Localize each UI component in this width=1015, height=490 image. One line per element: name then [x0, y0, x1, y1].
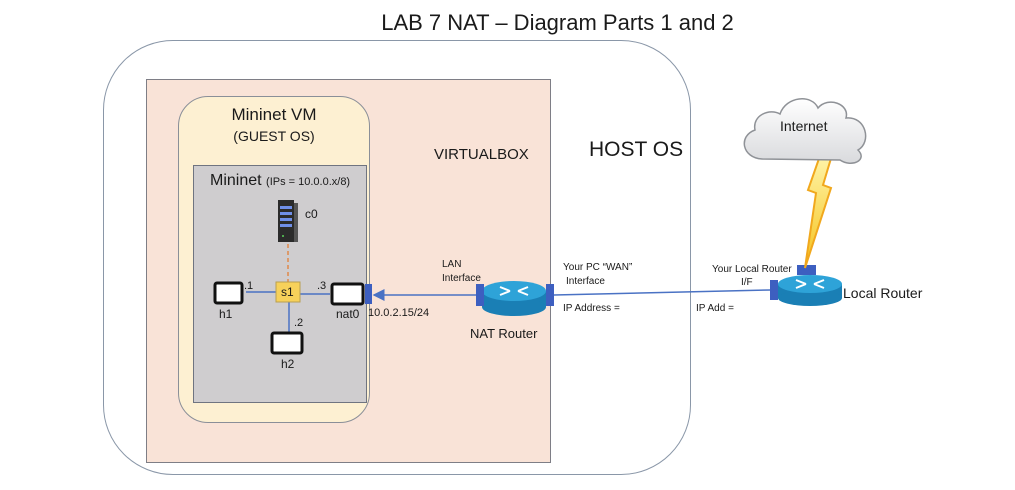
mininet-ip-range: (IPs = 10.0.0.x/8): [266, 176, 351, 188]
local-router-label: Local Router: [843, 285, 923, 301]
host-h2-icon[interactable]: [270, 331, 304, 355]
host-nat0-icon[interactable]: [330, 282, 365, 306]
h1-ip-label: .1: [244, 280, 254, 292]
controller-label: c0: [305, 207, 318, 221]
wan-ip-label: IP Address =: [563, 303, 620, 314]
host-h1-icon[interactable]: [213, 281, 244, 305]
virtualbox-label: VIRTUALBOX: [434, 146, 529, 163]
mininet-name: Mininet: [210, 172, 262, 189]
switch-label: s1: [281, 285, 294, 299]
internet-label: Internet: [780, 118, 828, 134]
local-if-label-2: I/F: [741, 277, 753, 288]
nat-router-label: NAT Router: [470, 326, 538, 341]
local-if-label-1: Your Local Router: [712, 264, 792, 275]
local-router-icon[interactable]: [770, 265, 842, 306]
host-os-label: HOST OS: [589, 138, 684, 161]
lightning-icon: [804, 148, 834, 269]
lan-interface-label-1: LAN: [442, 259, 462, 270]
guest-os-subtitle: (GUEST OS): [233, 128, 315, 144]
guest-os-title: Mininet VM: [231, 105, 317, 124]
nat-router-icon[interactable]: [476, 281, 554, 316]
nat0-label: nat0: [336, 307, 360, 321]
nat0-port: [365, 284, 372, 304]
wan-interface-label-2: Interface: [566, 276, 605, 287]
nat0-address-label: 10.0.2.15/24: [368, 307, 430, 319]
local-ip-label: IP Add =: [696, 303, 734, 314]
link-natrouter-localrouter: [553, 289, 771, 296]
mininet-title: Mininet (IPs = 10.0.0.x/8): [210, 172, 350, 190]
switch-s1-box[interactable]: [275, 281, 301, 303]
lan-interface-label-2: Interface: [442, 273, 481, 284]
host-h1-label: h1: [219, 307, 233, 321]
server-icon: [278, 200, 298, 242]
wan-interface-label-1: Your PC “WAN”: [563, 262, 633, 273]
diagram-title: LAB 7 NAT – Diagram Parts 1 and 2: [381, 10, 734, 35]
h2-ip-label: .2: [294, 317, 304, 329]
host-h2-label: h2: [281, 357, 295, 371]
internet-cloud-icon[interactable]: [743, 98, 867, 164]
nat0-ip-label: .3: [317, 280, 327, 292]
